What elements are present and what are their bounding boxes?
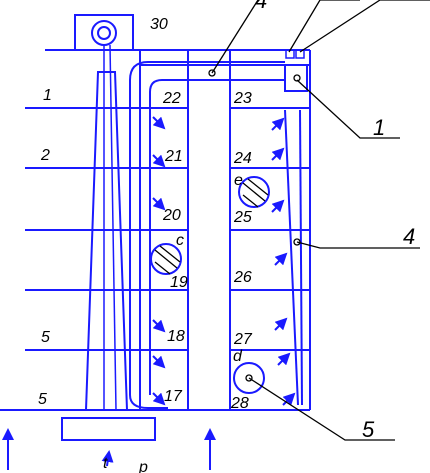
base-plate — [61, 417, 156, 441]
loop-pipe-bottom — [129, 394, 168, 409]
loop-pipe-left-outer — [129, 61, 285, 395]
letter-d: d — [233, 348, 243, 365]
label-27: 27 — [233, 331, 253, 348]
label-19: 19 — [170, 274, 188, 291]
arrow-r6 — [277, 352, 291, 366]
arrow-l3 — [152, 197, 166, 211]
inlet-arrow-mid — [101, 450, 114, 467]
pulley-outer — [91, 20, 117, 46]
label-30: 30 — [150, 16, 168, 33]
leader-4 — [296, 241, 420, 249]
right-sloped-plate — [284, 109, 299, 406]
label-25: 25 — [233, 209, 252, 226]
leader-top-right-b — [299, 0, 430, 53]
roller-d — [233, 362, 265, 394]
arrow-l4 — [152, 319, 166, 333]
letter-e: e — [234, 172, 243, 189]
leader-1 — [296, 79, 400, 139]
pulley-inner — [97, 26, 111, 40]
label-24: 24 — [233, 150, 252, 167]
arrow-r1 — [271, 117, 285, 131]
top-right-bearing-2 — [295, 49, 305, 59]
roller-c — [150, 243, 182, 275]
top-right-box — [284, 64, 308, 92]
letter-c: c — [176, 232, 184, 249]
leader-top-4 — [211, 0, 259, 74]
label-26: 26 — [233, 269, 252, 286]
elevator-belt — [84, 71, 129, 411]
leader-5 — [248, 377, 395, 441]
arrow-l2 — [152, 154, 166, 168]
arrow-r3 — [271, 199, 285, 213]
letter-t: t — [103, 455, 108, 472]
callout-5: 5 — [362, 417, 375, 442]
label-17: 17 — [164, 388, 183, 405]
leader-top-right-a — [288, 0, 360, 53]
arrow-l5 — [152, 355, 166, 369]
sensor-top — [208, 69, 216, 77]
callout-1: 1 — [373, 115, 385, 140]
label-22: 22 — [162, 90, 181, 107]
loop-pipe-left-inner — [149, 79, 285, 395]
arrow-r5 — [274, 317, 288, 331]
elevator-center-right — [109, 44, 117, 411]
arrow-r4 — [274, 252, 288, 266]
sensor-right — [293, 238, 301, 246]
letter-p: p — [138, 459, 148, 473]
side-label-6: 5 — [38, 391, 47, 408]
arrow-r7 — [282, 392, 296, 406]
roller-e — [238, 176, 270, 208]
label-28: 28 — [230, 395, 249, 412]
label-23: 23 — [233, 90, 252, 107]
side-label-2: 2 — [40, 147, 50, 164]
side-label-5: 5 — [41, 329, 50, 346]
sensor-box — [293, 74, 301, 82]
arrow-l1 — [152, 116, 166, 130]
arrow-l6 — [152, 392, 166, 406]
callout-4: 4 — [403, 224, 415, 249]
label-18: 18 — [167, 328, 185, 345]
right-sloped-plate-b — [299, 109, 303, 406]
label-20: 20 — [162, 207, 181, 224]
side-label-1: 1 — [43, 87, 52, 104]
callout-top-4: 4 — [255, 0, 267, 13]
label-21: 21 — [164, 148, 183, 165]
arrow-r2 — [271, 147, 285, 161]
